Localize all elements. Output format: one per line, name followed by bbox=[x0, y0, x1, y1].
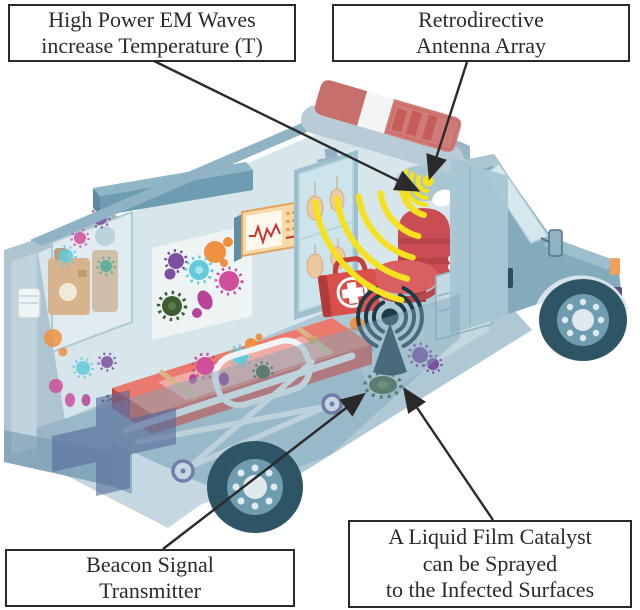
label-line: Antenna Array bbox=[415, 33, 547, 58]
virus-magenta bbox=[214, 266, 244, 296]
label-line: can be Sprayed bbox=[422, 550, 558, 576]
arrow-beacon bbox=[162, 392, 366, 550]
front-marker-light bbox=[610, 258, 620, 275]
leader-arrows bbox=[151, 58, 494, 550]
beacon-antenna-icon bbox=[356, 286, 424, 376]
medical-cross-icon bbox=[52, 390, 176, 496]
label-line: to the Infected Surfaces bbox=[385, 577, 595, 603]
label-line: increase Temperature (T) bbox=[41, 33, 263, 58]
stretcher-bed bbox=[112, 318, 372, 483]
virus-purple bbox=[164, 249, 188, 280]
side-glass-wall bbox=[36, 294, 460, 528]
rear-wheel bbox=[207, 441, 303, 533]
ecg-trace bbox=[249, 222, 281, 246]
label-line: Beacon Signal bbox=[86, 551, 214, 577]
label-beacon-transmitter: Beacon Signal Transmitter bbox=[5, 549, 295, 607]
gurney-wheel bbox=[171, 459, 195, 483]
partition-wall bbox=[450, 158, 508, 334]
arrow-antenna bbox=[426, 61, 469, 181]
bed-sheet bbox=[158, 336, 330, 400]
label-line: A Liquid Film Catalyst bbox=[388, 524, 592, 550]
label-line: High Power EM Waves bbox=[48, 6, 256, 32]
virus-orange-blob bbox=[204, 237, 233, 267]
virus-green bbox=[156, 290, 188, 322]
side-mirror bbox=[548, 229, 563, 257]
beacon-signal-arcs bbox=[356, 286, 424, 348]
label-line: Retrodirective bbox=[418, 6, 544, 32]
bed-strap bbox=[158, 369, 198, 400]
label-em-waves: High Power EM Waves increase Temperature… bbox=[8, 4, 296, 62]
front-wheel bbox=[539, 279, 627, 361]
virus-cyan bbox=[184, 255, 214, 285]
label-antenna-array: Retrodirective Antenna Array bbox=[332, 4, 630, 62]
arrow-em-waves bbox=[151, 58, 421, 192]
em-wave-arcs bbox=[312, 187, 427, 303]
label-line: Transmitter bbox=[99, 578, 201, 603]
lightbar-red-left bbox=[314, 80, 368, 126]
germ-poster bbox=[152, 224, 252, 340]
label-liquid-film-catalyst: A Liquid Film Catalyst can be Sprayed to… bbox=[348, 520, 632, 608]
arrow-catalyst bbox=[402, 387, 494, 521]
